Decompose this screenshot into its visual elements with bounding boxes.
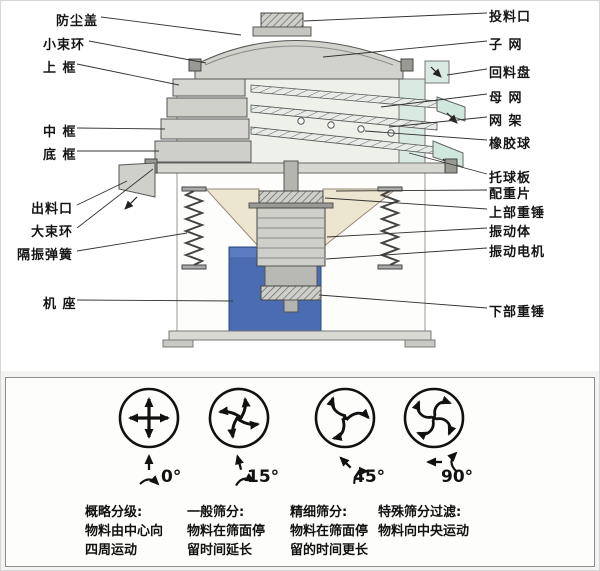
label-sub-mesh: 子 网 (489, 38, 523, 53)
label-mother-mesh: 母 网 (489, 91, 523, 106)
motion-glyph-0deg (139, 454, 160, 486)
label-ball-plate: 托球板 (489, 171, 532, 186)
desc-line: 物料向中央运动 (378, 523, 470, 539)
discharge-outlet (118, 162, 156, 210)
label-bottom-frame: 底 框 (43, 148, 77, 163)
desc-line: 物料在筛面停 (290, 523, 369, 539)
motion-circle-45deg (314, 387, 376, 449)
desc-line: 留的时间更长 (290, 542, 369, 558)
motion-panel (5, 377, 595, 567)
label-discharge-outlet: 出料口 (31, 202, 74, 217)
angle-label-0: 0° (161, 467, 182, 487)
label-big-ring: 大束环 (31, 225, 74, 240)
label-counterweight: 配重片 (489, 187, 532, 202)
desc-title: 一般筛分: (187, 505, 245, 520)
motion-glyph-15deg (235, 454, 256, 487)
label-middle-frame: 中 框 (43, 125, 77, 140)
label-lower-hammer: 下部重锤 (489, 305, 546, 320)
dust-cover (144, 40, 458, 174)
desc-line: 物料在筛面停 (187, 523, 266, 539)
angle-label-15: 15° (247, 467, 280, 487)
isolation-springs (181, 186, 403, 270)
motion-glyph-90deg (426, 451, 458, 472)
label-dust-cover: 防尘盖 (56, 14, 99, 29)
desc-general-screening: 一般筛分: 物料在筛面停 留时间延长 (187, 504, 265, 561)
label-upper-frame: 上 框 (43, 61, 77, 76)
label-small-ring: 小束环 (43, 38, 86, 53)
label-base: 机 座 (43, 297, 77, 312)
label-rubber-ball: 橡胶球 (489, 137, 532, 152)
label-vibration-body: 振动体 (489, 225, 532, 240)
machine-schematic (76, 12, 488, 348)
desc-line: 四周运动 (85, 542, 138, 558)
feed-inlet (252, 12, 312, 37)
desc-title: 精细筛分: (290, 505, 348, 520)
bottom-plate (162, 330, 436, 348)
angle-label-90: 90° (441, 467, 474, 487)
motion-circle-90deg (403, 387, 465, 449)
label-mesh-frame: 网 架 (489, 114, 523, 129)
label-springs: 隔振弹簧 (17, 248, 74, 263)
desc-line: 物料由中心向 (85, 523, 164, 539)
desc-special-filtering: 特殊筛分过滤: 物料向中央运动 (378, 504, 469, 542)
motion-circle-0deg (118, 387, 180, 449)
desc-rough-grading: 概略分级: 物料由中心向 四周运动 (85, 504, 163, 561)
motion-patterns (118, 387, 465, 487)
label-upper-hammer: 上部重锤 (489, 206, 546, 221)
angle-label-45: 45° (353, 467, 386, 487)
desc-fine-screening: 精细筛分: 物料在筛面停 留的时间更长 (290, 504, 368, 561)
motion-glyph-45deg (339, 456, 369, 484)
label-vibration-motor: 振动电机 (489, 245, 546, 260)
vibration-motor (248, 160, 334, 313)
desc-line: 留时间延长 (187, 542, 253, 558)
label-return-tray: 回料盘 (489, 66, 532, 81)
leader-lines (76, 12, 488, 309)
label-feed-inlet: 投料口 (489, 10, 532, 25)
motion-circle-15deg (208, 387, 270, 449)
desc-title: 特殊筛分过滤: (378, 505, 462, 520)
desc-title: 概略分级: (85, 505, 143, 520)
